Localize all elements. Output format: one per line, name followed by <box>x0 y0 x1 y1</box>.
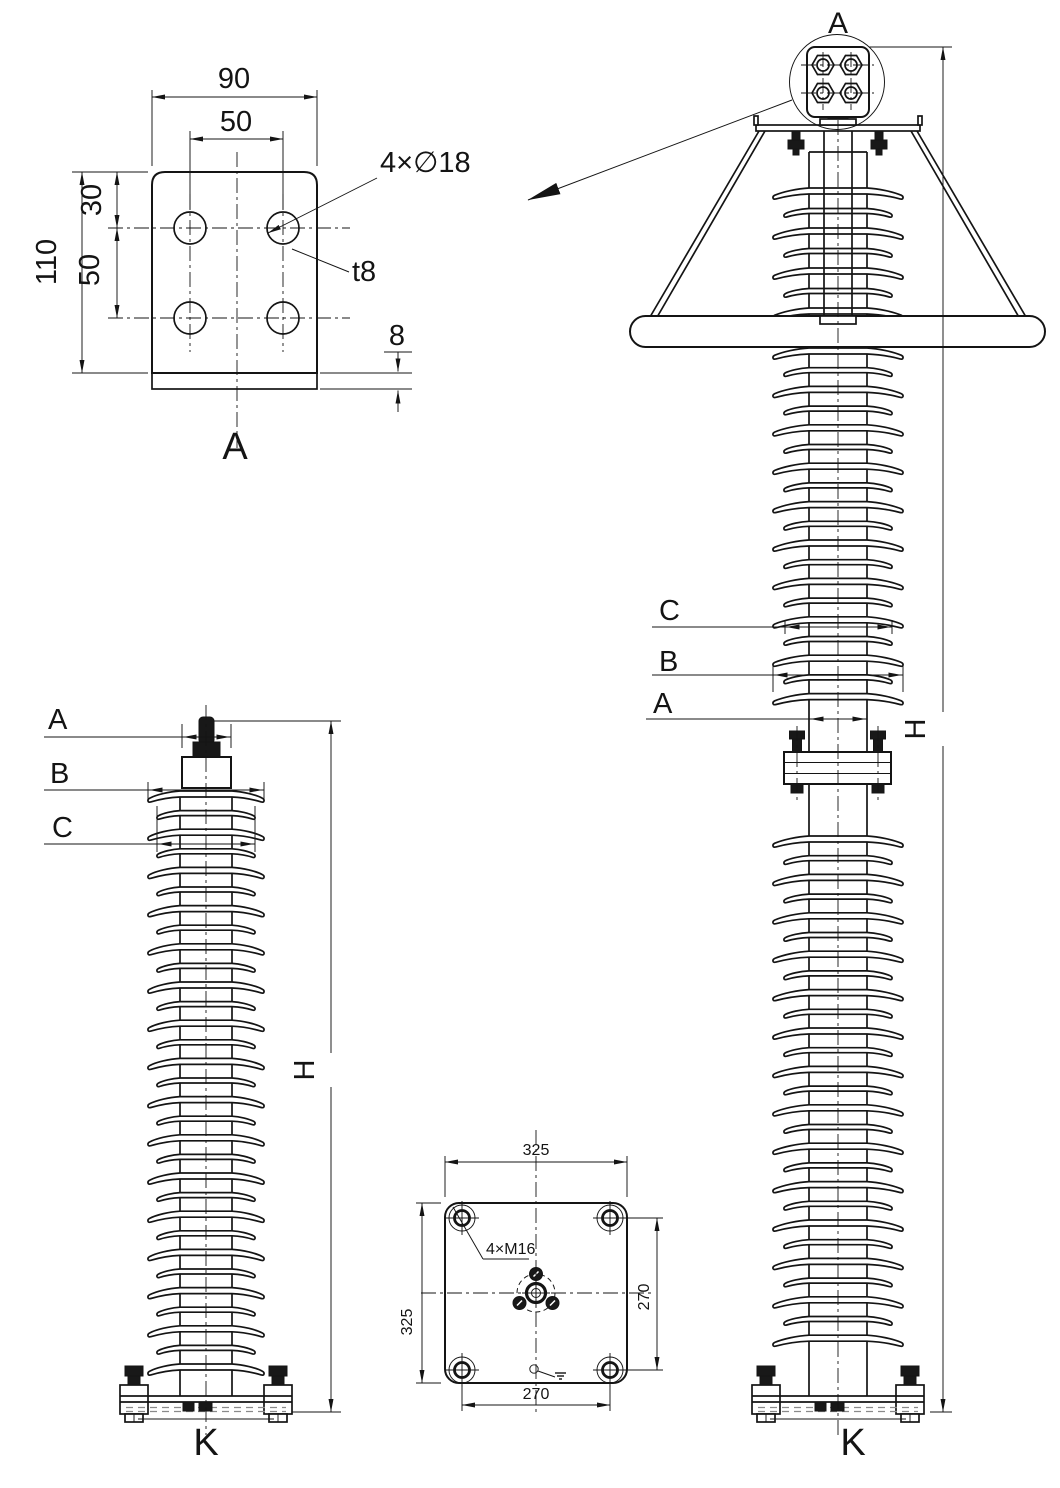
detail-direction-arrow <box>527 99 793 201</box>
dim-large-shed: B <box>652 646 904 692</box>
dim-50-label: 50 <box>220 106 252 138</box>
mid-flange <box>783 726 892 800</box>
hanger-bolt-nut <box>870 139 888 150</box>
mounting-plate-end <box>753 115 759 126</box>
dim-c-label: C <box>52 812 73 844</box>
dim-height-left: 325 <box>399 1202 441 1384</box>
hanger-bolt-tail <box>875 148 883 156</box>
tall-arrester-view: C B A H A K <box>527 7 1046 1464</box>
dim-325-left-label: 325 <box>399 1309 416 1336</box>
corona-ring-struts <box>649 130 1027 320</box>
dim-h-label: H <box>289 1060 321 1081</box>
dim-30-label: 30 <box>76 184 108 216</box>
dim-small-shed: C <box>652 595 893 634</box>
dim-270-right-label: 270 <box>636 1284 653 1311</box>
terminal-block <box>181 756 232 789</box>
dim-small-shed: C <box>44 806 256 852</box>
plate-outline <box>151 171 318 374</box>
dim-bolt-pitch-right: 270 <box>616 1217 663 1371</box>
dim-top-offset: 30 <box>76 171 120 229</box>
base-view-label: K <box>193 1422 218 1464</box>
terminal-bolts <box>801 52 874 110</box>
bolt-callout: 4×M16 <box>452 1206 535 1260</box>
dim-hole-span: 50 <box>189 106 284 210</box>
dim-width-top: 325 <box>444 1142 628 1197</box>
dim-8-label: 8 <box>389 320 405 352</box>
dim-50v-label: 50 <box>74 254 106 286</box>
bolt-callout-label: 4×M16 <box>486 1241 535 1258</box>
dim-plate-height: 110 <box>31 171 148 374</box>
hanger-bolt-nut <box>787 139 805 150</box>
detail-plate-view: 90 50 110 30 50 8 <box>31 63 471 468</box>
dim-plate-width: 90 <box>151 63 318 166</box>
dim-c-label: C <box>659 595 680 627</box>
thickness-callout: t8 <box>291 248 376 288</box>
base-plate-view: 325 325 270 270 4×M16 <box>399 1130 663 1412</box>
dim-hole-pitch: 50 <box>74 227 120 319</box>
hole-callout: 4×∅18 <box>267 147 471 234</box>
dim-270-bottom-label: 270 <box>523 1386 550 1403</box>
dim-height-short: H <box>214 720 341 1413</box>
dim-large-shed: B <box>44 758 265 799</box>
detail-callout-circle <box>789 34 885 130</box>
ground-terminal <box>529 1364 566 1380</box>
dim-a-label: A <box>48 704 68 736</box>
dim-terminal: A <box>44 704 232 748</box>
base-view-label: K <box>840 1422 865 1464</box>
detail-view-title: A <box>222 426 248 468</box>
dim-325-top-label: 325 <box>523 1142 550 1159</box>
dim-h-label: H <box>900 719 932 740</box>
dim-a-label: A <box>653 688 673 720</box>
thickness-callout-label: t8 <box>352 256 376 288</box>
detail-callout-label: A <box>828 7 848 40</box>
mounting-plate-end <box>917 115 923 126</box>
terminal-nut <box>192 741 221 758</box>
dim-b-label: B <box>659 646 678 678</box>
dim-core: A <box>646 688 867 722</box>
dim-110-label: 110 <box>31 239 63 285</box>
plate-centerlines <box>108 152 350 448</box>
hole-callout-label: 4×∅18 <box>380 147 471 179</box>
short-arrester-view: A B C H K <box>44 704 341 1464</box>
dim-90-label: 90 <box>218 63 250 95</box>
top-terminal-assembly <box>753 34 923 156</box>
dim-bolt-pitch-bottom: 270 <box>461 1385 611 1411</box>
hanger-bolt-tail <box>792 148 800 156</box>
dim-b-label: B <box>50 758 69 790</box>
plate-bottom-edge <box>151 372 318 390</box>
terminal-stud <box>198 716 215 745</box>
dim-height-tall: H <box>869 46 952 1413</box>
dim-thickness: 8 <box>320 320 412 412</box>
